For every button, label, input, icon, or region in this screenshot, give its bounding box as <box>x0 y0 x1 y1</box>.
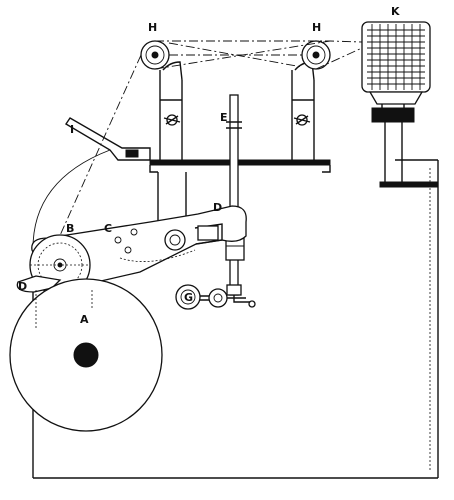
guard-arc <box>32 149 111 251</box>
top-plate <box>149 120 439 188</box>
motor <box>361 21 431 123</box>
label-c: C <box>104 222 112 235</box>
label-b: B <box>66 222 74 235</box>
label-h-right: H <box>312 21 321 34</box>
handwheel-g <box>175 284 246 310</box>
contact-lines <box>35 290 93 330</box>
wheel-a <box>9 278 163 432</box>
label-i: I <box>70 123 74 136</box>
lever-i <box>65 117 151 161</box>
label-e: E <box>220 111 228 124</box>
label-h-left: H <box>148 21 157 34</box>
label-d-left: D <box>18 280 27 293</box>
label-g: G <box>184 291 193 304</box>
motor-cooling-fins <box>367 24 425 90</box>
drive-belt <box>39 40 363 281</box>
label-a: A <box>80 313 89 326</box>
label-k: K <box>391 5 400 18</box>
pulley-h-right <box>291 40 331 160</box>
shaft-e <box>226 94 256 308</box>
pulley-h-left <box>140 40 183 160</box>
label-d-right: D <box>213 201 222 214</box>
